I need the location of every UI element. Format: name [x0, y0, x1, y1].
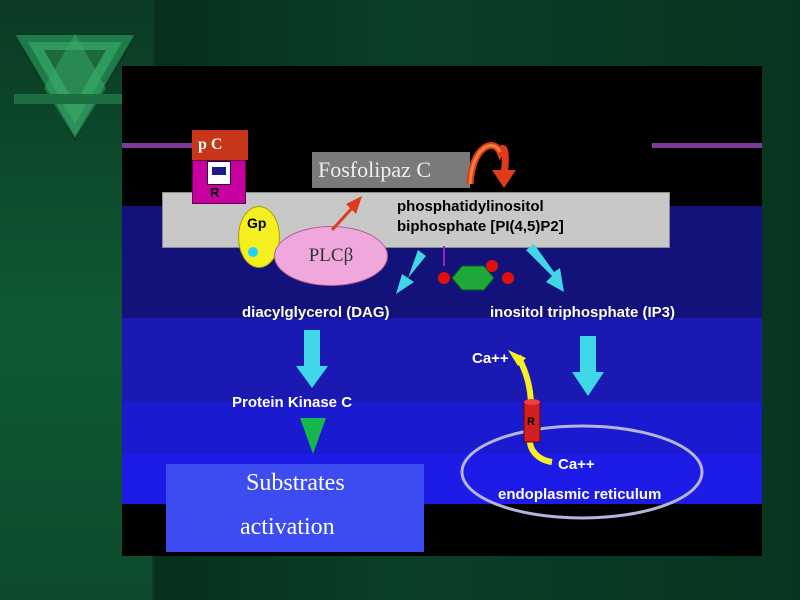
receptor-label: R [210, 185, 220, 200]
er-ellipse [460, 424, 704, 520]
plc-arrow-line [330, 204, 356, 232]
arrow-to-er [572, 336, 604, 396]
gp-label: Gp [247, 215, 267, 231]
band-2 [122, 318, 762, 402]
ca-top-label: Ca++ [472, 350, 509, 367]
diagram-slide: phosphatidylinositol biphosphate [PI(4,5… [122, 66, 762, 556]
plc-arrow-head [346, 196, 362, 214]
substrates-line2: activation [240, 514, 335, 540]
membrane-line-left [122, 143, 192, 148]
arrow-to-dag [396, 250, 426, 294]
er-label: endoplasmic reticulum [498, 486, 662, 503]
gp-protein: Gp [238, 206, 280, 268]
pip2-label-line1: phosphatidylinositol [397, 198, 544, 215]
ca-bottom-label: Ca++ [558, 456, 595, 473]
curved-arrow-head [492, 170, 516, 188]
phosphate-dot-3 [502, 272, 514, 284]
receptor: R [192, 160, 246, 204]
substrates-box: Substrates activation [166, 464, 424, 552]
phosphate-dot-1 [438, 272, 450, 284]
pip2-label-line2: biphosphate [PI(4,5)P2] [397, 218, 564, 235]
phosphate-dot-2 [486, 260, 498, 272]
pkc-label: Protein Kinase C [232, 394, 353, 411]
arrow-to-ip3 [526, 244, 564, 292]
receptor-slot [207, 161, 231, 185]
membrane-line-right [652, 143, 762, 148]
fosfolipaz-label: Fosfolipaz C [312, 152, 470, 188]
substrates-line1: Substrates [246, 470, 345, 496]
band-3 [122, 402, 762, 454]
arrow-to-substrates [300, 418, 326, 454]
green-triangle-logo [14, 33, 136, 140]
hexagon-molecule-icon [451, 265, 495, 291]
pc-box: p C [192, 130, 248, 160]
channel-label: R [527, 416, 535, 428]
dag-label: diacylglycerol (DAG) [242, 304, 390, 321]
plc-beta: PLCβ [274, 226, 388, 286]
ip3-label: inositol triphosphate (IP3) [490, 304, 676, 321]
diagram-arrows [296, 142, 704, 520]
arrow-to-pkc [296, 330, 328, 388]
gp-dot [248, 247, 258, 257]
